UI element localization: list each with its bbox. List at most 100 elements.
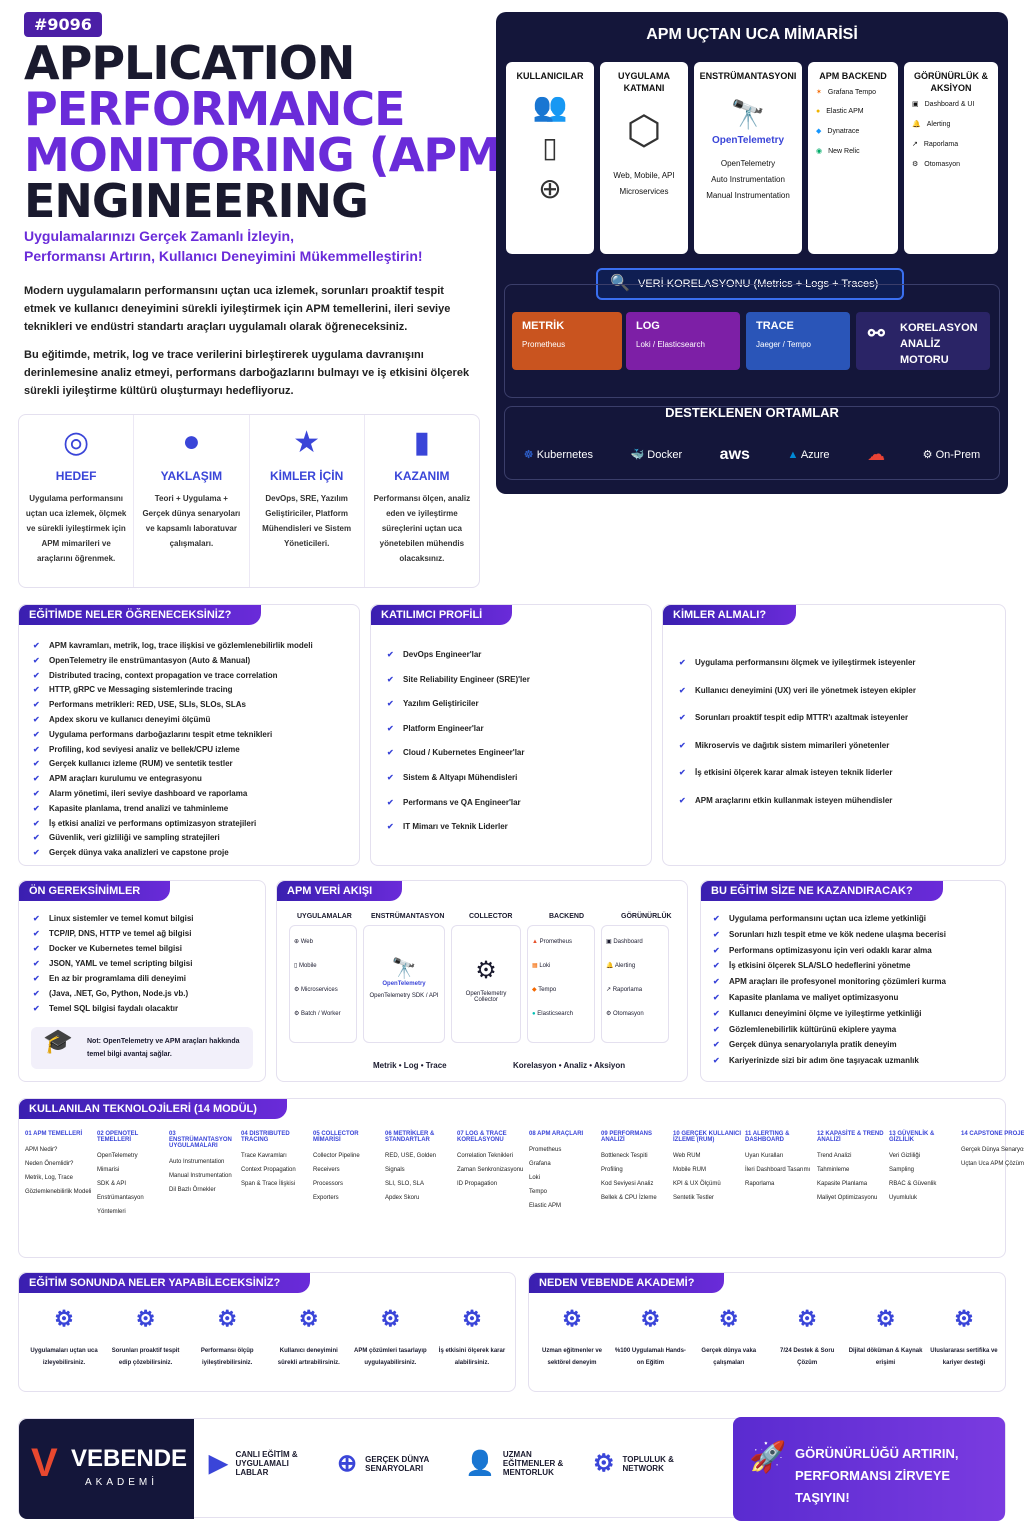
module-topic: Tempo xyxy=(529,1189,548,1195)
signal-tool: Prometheus xyxy=(522,340,566,349)
flow-item: ● Elasticsearch xyxy=(532,1002,590,1026)
tech-section: KULLANILAN TEKNOLOJİLERİ (14 MODÜL) 01 A… xyxy=(18,1098,1024,1258)
why-item: ⚙Uzman eğitmenler ve sektörel deneyim xyxy=(535,1308,609,1369)
module-topic: Manual Instrumentation xyxy=(169,1173,232,1179)
learn-item: Profiling, kod seviyesi analiz ve bellek… xyxy=(33,743,353,758)
telescope-icon: 🔭 xyxy=(391,958,417,980)
server-icon: ⚙ xyxy=(922,449,933,461)
can-item: ⚙APM çözümleri tasarlayıp uygulayabilirs… xyxy=(351,1308,429,1369)
why-item: ⚙7/24 Destek & Soru Çözüm xyxy=(770,1308,844,1369)
item-label: Dijital döküman & Kaynak erişimi xyxy=(848,1348,923,1366)
footer: V VEBENDE AKADEMİ ▶CANLI EĞİTİM & UYGULA… xyxy=(18,1417,1006,1521)
module-heading: 01 APM TEMELLERİ xyxy=(25,1131,83,1137)
visibility-item: ▣Dashboard & UI xyxy=(904,94,998,114)
brand-name: VEBENDE xyxy=(71,1445,188,1472)
profile-section: KATILIMCI PROFİLİ DevOps Engineer'larSit… xyxy=(370,604,652,866)
can-item: ⚙Uygulamaları uçtan uca izleyebilirsiniz… xyxy=(25,1308,103,1369)
bell-icon: 🔔 xyxy=(912,121,921,128)
learn-item: Gerçek dünya vaka analizleri ve capstone… xyxy=(33,846,353,861)
flow-item: ▣ Dashboard xyxy=(606,939,643,945)
profile-item: Sistem & Altyapı Mühendisleri xyxy=(387,766,647,791)
arch-col-backend: APM BACKEND ✶Grafana Tempo ●Elastic APM … xyxy=(808,62,898,254)
gear-icon: ⚙ xyxy=(298,1306,319,1331)
module-topic: Sentetik Testler xyxy=(673,1195,714,1201)
flow-label: OpenTelemetry xyxy=(382,981,426,987)
col-heading: GÖRÜNÜRLÜK & AKSİYON xyxy=(914,71,988,93)
flow-bottom-left: Metrik • Log • Trace xyxy=(373,1061,447,1070)
signal-name: LOG xyxy=(636,320,660,332)
gain-item: Kapasite planlama ve maliyet optimizasyo… xyxy=(713,990,1003,1006)
module-topic: Apdex Skoru xyxy=(385,1195,420,1201)
brand-logo[interactable]: V VEBENDE AKADEMİ xyxy=(19,1419,194,1519)
module-topic: Exporters xyxy=(313,1195,339,1201)
module-topic: Enstrümantasyon Yöntemleri xyxy=(97,1195,144,1215)
why-item: ⚙Uluslararası sertifika ve kariyer deste… xyxy=(927,1308,1001,1369)
backend-item: ◆Dynatrace xyxy=(808,121,898,141)
title-line-2: PERFORMANCE xyxy=(24,82,406,136)
globe-icon: ⊕ xyxy=(538,173,562,204)
gear-icon: ⚙ xyxy=(718,1306,739,1331)
module-topic: RED, USE, Golden Signals xyxy=(385,1153,437,1173)
module-topic: Tahminleme xyxy=(817,1167,850,1173)
learn-item: Gerçek kullanıcı izleme (RUM) ve senteti… xyxy=(33,757,353,772)
flow-col-instrumentation: 🔭 OpenTelemetry OpenTelemetry SDK / API xyxy=(363,925,445,1043)
learn-item: APM kavramları, metrik, log, trace ilişk… xyxy=(33,639,353,654)
flow-bottom-right: Korelasyon • Analiz • Aksiyon xyxy=(513,1061,626,1070)
env-onprem: ⚙ On-Prem xyxy=(923,448,981,461)
signal-name: KORELASYON ANALİZ MOTORU xyxy=(900,322,978,366)
col-text: Web, Mobile, API xyxy=(613,171,675,180)
network-icon: ⚙ xyxy=(593,1450,615,1477)
col-heading: ENSTRÜMANTASYONI xyxy=(699,71,797,81)
section-heading: ÖN GEREKSİNİMLER xyxy=(19,881,171,901)
gain-item: Performans optimizasyonu için veri odakl… xyxy=(713,943,1003,959)
module-topic: Maliyet Optimizasyonu xyxy=(817,1195,878,1201)
cta-banner[interactable]: 🚀 GÖRÜNÜRLÜĞÜ ARTIRIN, PERFORMANSI ZİRVE… xyxy=(733,1417,1005,1521)
module-topic: Trace Kavramları xyxy=(241,1153,287,1159)
who-item: İş etkisini ölçerek karar almak isteyen … xyxy=(679,759,999,787)
item-label: Sorunları proaktif tespit edip çözebilir… xyxy=(111,1348,180,1366)
kubernetes-icon: ☸ xyxy=(523,449,534,461)
person-icon: ● xyxy=(182,425,201,458)
chart-up-icon: ▮ xyxy=(413,426,431,459)
module-topic: Uçtan Uca APM Çözümü xyxy=(961,1161,1024,1167)
flow-label: Elasticsearch xyxy=(537,1011,573,1017)
env-kubernetes: ☸ Kubernetes xyxy=(524,448,593,461)
report-icon: ↗ xyxy=(912,141,918,148)
flow-item: ↗ Raporlama xyxy=(606,987,643,993)
module-topic: RBAC & Güvenlik xyxy=(889,1181,937,1187)
architecture-panel: APM UÇTAN UCA MİMARİSİ KULLANICILAR 👥 ▯ … xyxy=(496,12,1008,494)
prereq-section: ÖN GEREKSİNİMLER Linux sistemler ve teme… xyxy=(18,880,266,1082)
search-icon: 🔍 xyxy=(610,275,630,292)
collector-icon: ⚙ xyxy=(475,957,497,984)
flow-item: ▯ Mobile xyxy=(294,963,317,969)
module-topic: Web RUM xyxy=(673,1153,701,1159)
module-topic: Bellek & CPU İzleme xyxy=(601,1195,657,1201)
gcp-cloud-icon: ☁ xyxy=(867,444,886,464)
profile-list: DevOps Engineer'larSite Reliability Engi… xyxy=(387,643,647,840)
backend-label: Grafana Tempo xyxy=(827,88,876,96)
section-heading: EĞİTİMDE NELER ÖĞRENECEKSİNİZ? xyxy=(19,605,262,625)
can-list: ⚙Uygulamaları uçtan uca izleyebilirsiniz… xyxy=(25,1306,511,1369)
page-title: APPLICATION PERFORMANCE MONITORING (APM)… xyxy=(24,40,522,224)
arch-col-visibility: GÖRÜNÜRLÜK & AKSİYON ▣Dashboard & UI 🔔Al… xyxy=(904,62,998,254)
globe-icon: ⊕ xyxy=(337,1450,358,1477)
module-heading: 07 LOG & TRACE KORELASYONU xyxy=(457,1131,507,1143)
module-topic: Grafana xyxy=(529,1161,551,1167)
monitor-play-icon: ▶ xyxy=(209,1450,228,1477)
learn-item: İş etkisi analizi ve performans optimiza… xyxy=(33,817,353,832)
flow-item: ⚙ Batch / Worker xyxy=(294,1011,341,1017)
dashboard-icon: ▣ xyxy=(912,101,919,108)
flow-label: Web xyxy=(300,939,313,945)
visibility-item: ⚙Otomasyon xyxy=(904,154,998,174)
learn-item: Distributed tracing, context propagation… xyxy=(33,669,353,684)
env-label: On-Prem xyxy=(935,449,981,461)
card-title: KAZANIM xyxy=(394,469,450,483)
environment-list: ☸ Kubernetes 🐳 Docker aws ▲ Azure ☁ ⚙ On… xyxy=(505,444,999,465)
flow-col-backend: ▲ Prometheus ▦ Loki ◆ Tempo ● Elasticsea… xyxy=(527,925,595,1043)
